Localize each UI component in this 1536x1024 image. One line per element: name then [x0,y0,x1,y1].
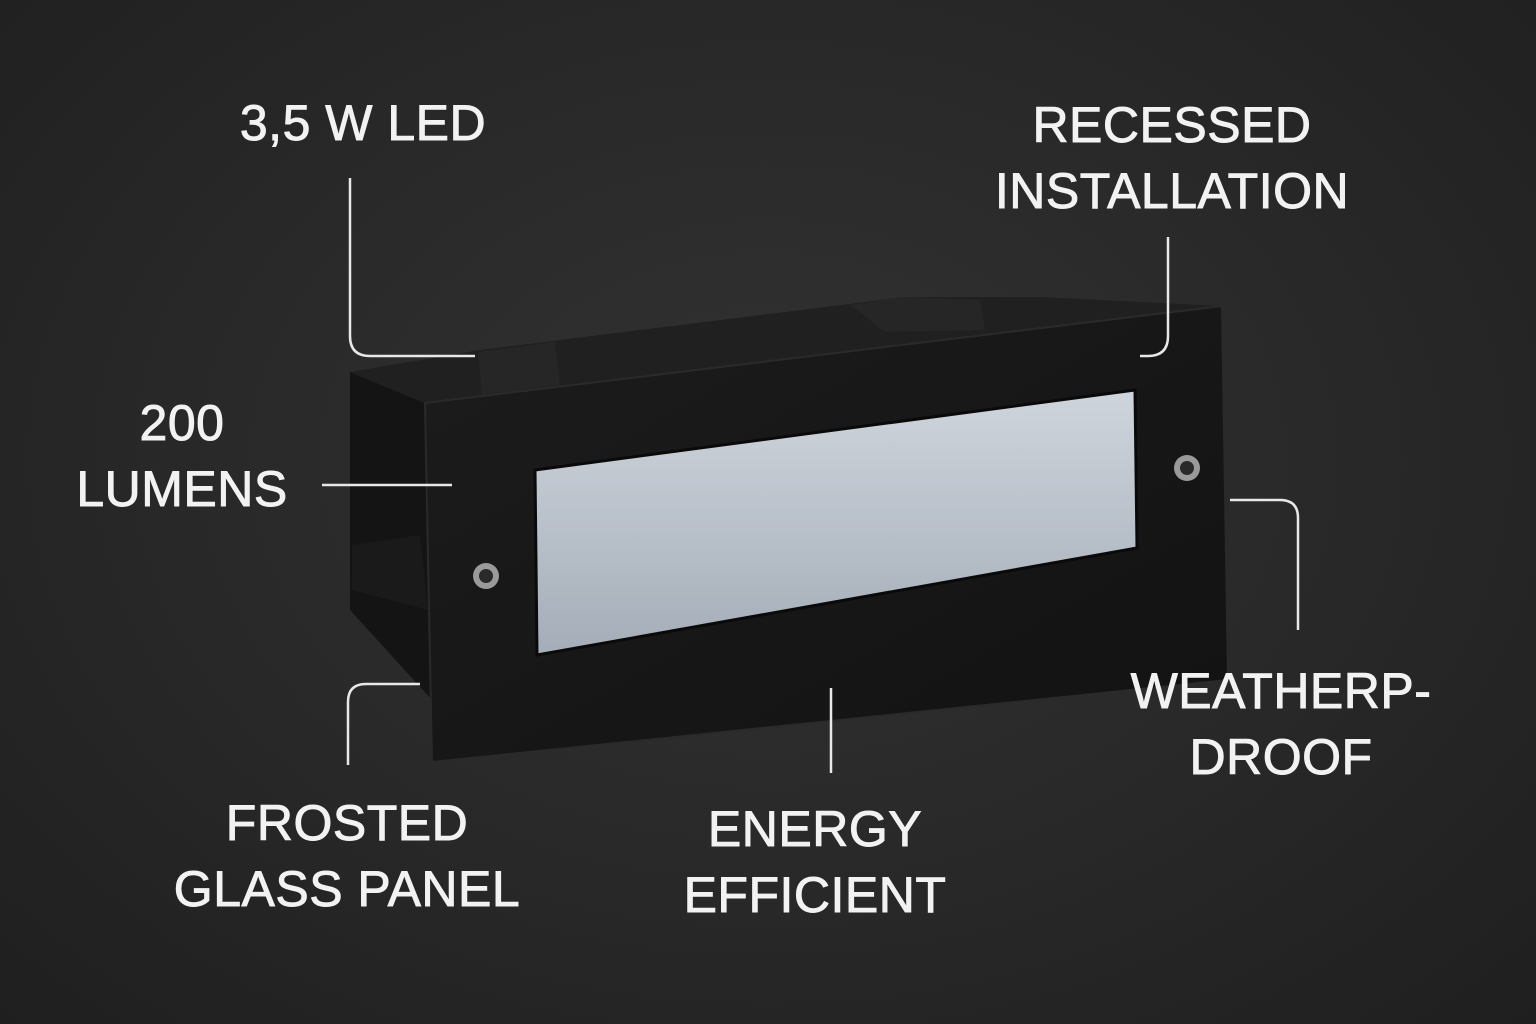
callout-text: FROSTED [225,795,469,852]
callout-text: INSTALLATION [994,163,1350,220]
callout-text: DROOF [1189,729,1373,786]
callout-text: RECESSED [1032,97,1312,154]
housing-top-bracket [478,342,560,395]
callout-glass: FROSTED GLASS PANEL [173,790,521,922]
leader-line-glass [346,682,420,765]
callout-text: 3,5 W LED [239,95,487,152]
frosted-glass-panel [533,388,1139,657]
housing-flange [352,535,428,610]
leader-line-power [348,178,475,358]
housing-top-bracket [850,297,985,332]
screw-icon [1174,455,1200,481]
screw-icon [473,563,499,589]
callout-text: GLASS PANEL [173,861,521,918]
callout-text: EFFICIENT [683,867,947,924]
callout-power: 3,5 W LED [239,90,487,156]
callout-energy: ENERGY EFFICIENT [683,796,947,928]
housing-top [350,297,1222,403]
callout-lumens: 200 LUMENS [76,390,288,522]
leader-line-installation [1140,237,1170,358]
callout-text: ENERGY [707,801,923,858]
callout-text: 200 [139,395,225,452]
callout-weatherproof: WEATHERP- DROOF [1130,658,1432,790]
callout-installation: RECESSED INSTALLATION [994,92,1350,224]
housing-side [350,372,432,700]
leader-line-weatherproof [1230,498,1300,630]
callout-text: WEATHERP- [1130,663,1432,720]
callout-text: LUMENS [76,461,288,518]
light-fixture [350,297,1230,764]
